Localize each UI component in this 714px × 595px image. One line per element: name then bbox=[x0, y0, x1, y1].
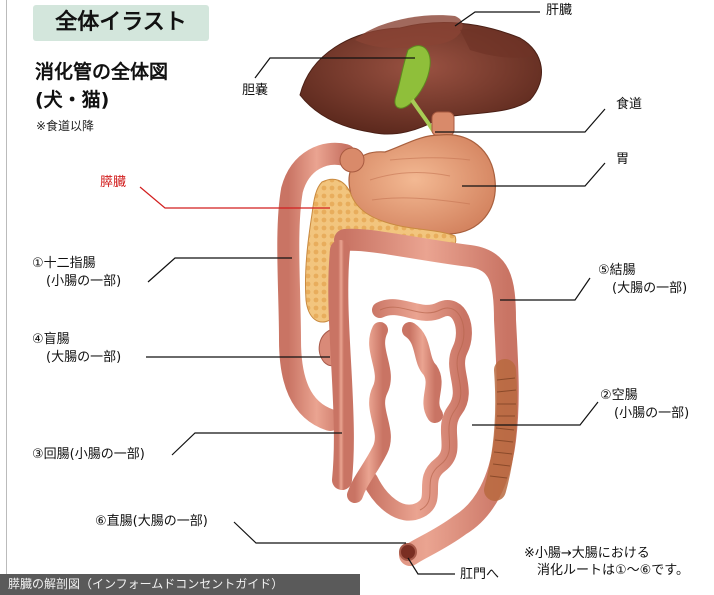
route-note-line2: 消化ルートは①〜⑥です。 bbox=[524, 562, 689, 579]
label-liver: 肝臓 bbox=[546, 2, 572, 20]
label-jejunum-line2: (小腸の一部) bbox=[600, 405, 689, 423]
label-gallbladder: 胆嚢 bbox=[242, 82, 268, 100]
label-cecum-line2: (大腸の一部) bbox=[32, 349, 121, 367]
label-jejunum: ②空腸 (小腸の一部) bbox=[600, 387, 689, 423]
label-colon: ⑤結腸 (大腸の一部) bbox=[598, 262, 687, 298]
leader-jejunum bbox=[472, 402, 598, 425]
label-cecum: ④盲腸 (大腸の一部) bbox=[32, 331, 121, 367]
label-jejunum-line1: ②空腸 bbox=[600, 387, 689, 405]
leader-duodenum bbox=[148, 258, 292, 282]
colon-band bbox=[495, 370, 506, 490]
pylorus bbox=[340, 148, 364, 172]
label-rectum: ⑥直腸(大腸の一部) bbox=[95, 513, 208, 531]
label-cecum-line1: ④盲腸 bbox=[32, 331, 121, 349]
label-colon-line2: (大腸の一部) bbox=[598, 280, 687, 298]
jejunum-coils bbox=[355, 307, 464, 513]
label-pancreas: 膵臓 bbox=[100, 174, 126, 192]
label-anus: 肛門へ bbox=[460, 566, 499, 584]
label-duodenum-line1: ①十二指腸 bbox=[32, 255, 121, 273]
figure-caption: 膵臓の解剖図（インフォームドコンセントガイド） bbox=[0, 574, 360, 595]
leader-rectum bbox=[234, 522, 406, 543]
label-duodenum-line2: (小腸の一部) bbox=[32, 273, 121, 291]
label-stomach: 胃 bbox=[616, 151, 629, 169]
label-esophagus: 食道 bbox=[616, 96, 642, 114]
route-note-line1: ※小腸→大腸における bbox=[524, 545, 689, 562]
leader-ileum bbox=[172, 433, 342, 455]
route-note: ※小腸→大腸における 消化ルートは①〜⑥です。 bbox=[524, 545, 689, 579]
label-colon-line1: ⑤結腸 bbox=[598, 262, 687, 280]
ileum bbox=[338, 250, 344, 480]
anus bbox=[400, 544, 416, 560]
label-duodenum: ①十二指腸 (小腸の一部) bbox=[32, 255, 121, 291]
label-ileum: ③回腸(小腸の一部) bbox=[32, 446, 145, 464]
